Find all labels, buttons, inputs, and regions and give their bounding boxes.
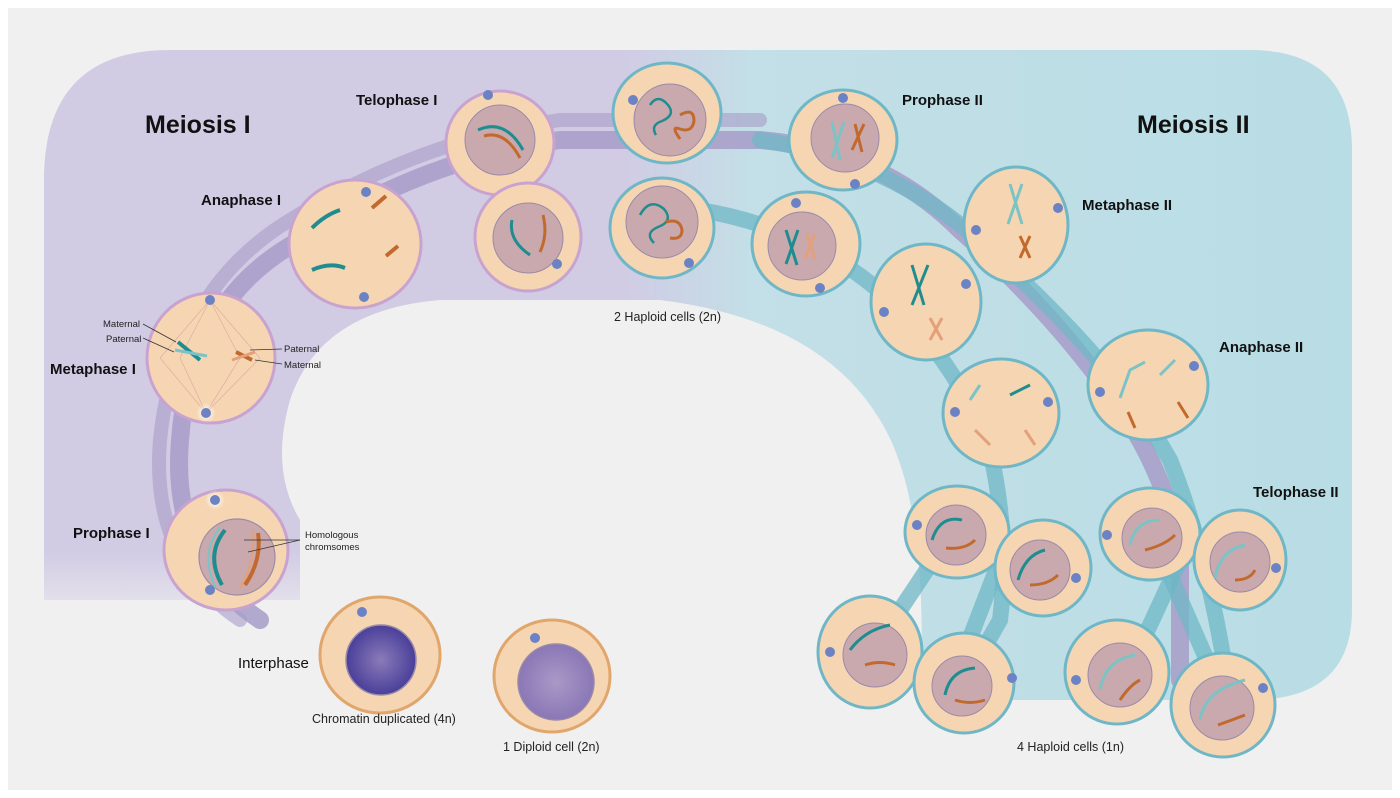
- label-prophase1: Prophase I: [73, 525, 150, 542]
- centrosome-icon: [357, 607, 367, 617]
- haploid-cell-bottom: [608, 176, 716, 280]
- label-paternal-right: Paternal: [284, 344, 319, 355]
- haploid-cell-1n-d: [1169, 651, 1277, 759]
- anaphase1-cell: [287, 178, 423, 310]
- telophase2-cell-a: [903, 484, 1093, 618]
- label-homologous-1: Homologous: [305, 530, 359, 541]
- meiosis2-title: Meiosis II: [1137, 111, 1250, 139]
- interphase-cell: [318, 595, 442, 715]
- prophase1-cell: [162, 488, 290, 612]
- metaphase2-cell-b: [869, 242, 983, 362]
- telophase2-cell-b: [1098, 486, 1288, 612]
- label-leaders: [142, 323, 301, 553]
- caption-chromatin: Chromatin duplicated (4n): [312, 712, 456, 726]
- haploid-cell-1n-b: [912, 631, 1017, 735]
- haploid-cell-1n-a: [816, 594, 924, 710]
- centrosome-icon: [530, 633, 540, 643]
- label-telophase1: Telophase I: [356, 92, 437, 109]
- caption-diploid: 1 Diploid cell (2n): [503, 740, 600, 754]
- metaphase2-cell-a: [962, 165, 1070, 285]
- label-interphase: Interphase: [238, 655, 309, 672]
- anaphase2-cell-b: [941, 357, 1061, 469]
- label-homologous-2: chromsomes: [305, 542, 360, 553]
- haploid-cell-top: [611, 61, 723, 165]
- anaphase2-cell-a: [1086, 328, 1210, 442]
- label-maternal-left: Maternal: [103, 319, 140, 330]
- haploid-cell-1n-c: [1063, 618, 1171, 726]
- label-maternal-right: Maternal: [284, 360, 321, 371]
- telophase1-cell: [444, 89, 583, 293]
- label-metaphase1: Metaphase I: [50, 361, 136, 378]
- diploid-cell: [492, 618, 612, 734]
- label-telophase2: Telophase II: [1253, 484, 1339, 501]
- caption-haploid2: 2 Haploid cells (2n): [614, 310, 721, 324]
- metaphase1-cell: [145, 291, 277, 425]
- label-paternal-left: Paternal: [106, 334, 141, 345]
- meiosis1-title: Meiosis I: [145, 111, 251, 139]
- prophase2-cell-b: [750, 190, 862, 298]
- label-metaphase2: Metaphase II: [1082, 197, 1172, 214]
- label-prophase2: Prophase II: [902, 92, 983, 109]
- label-anaphase1: Anaphase I: [201, 192, 281, 209]
- caption-haploid4: 4 Haploid cells (1n): [1017, 740, 1124, 754]
- label-anaphase2: Anaphase II: [1219, 339, 1303, 356]
- prophase2-cell: [787, 88, 899, 192]
